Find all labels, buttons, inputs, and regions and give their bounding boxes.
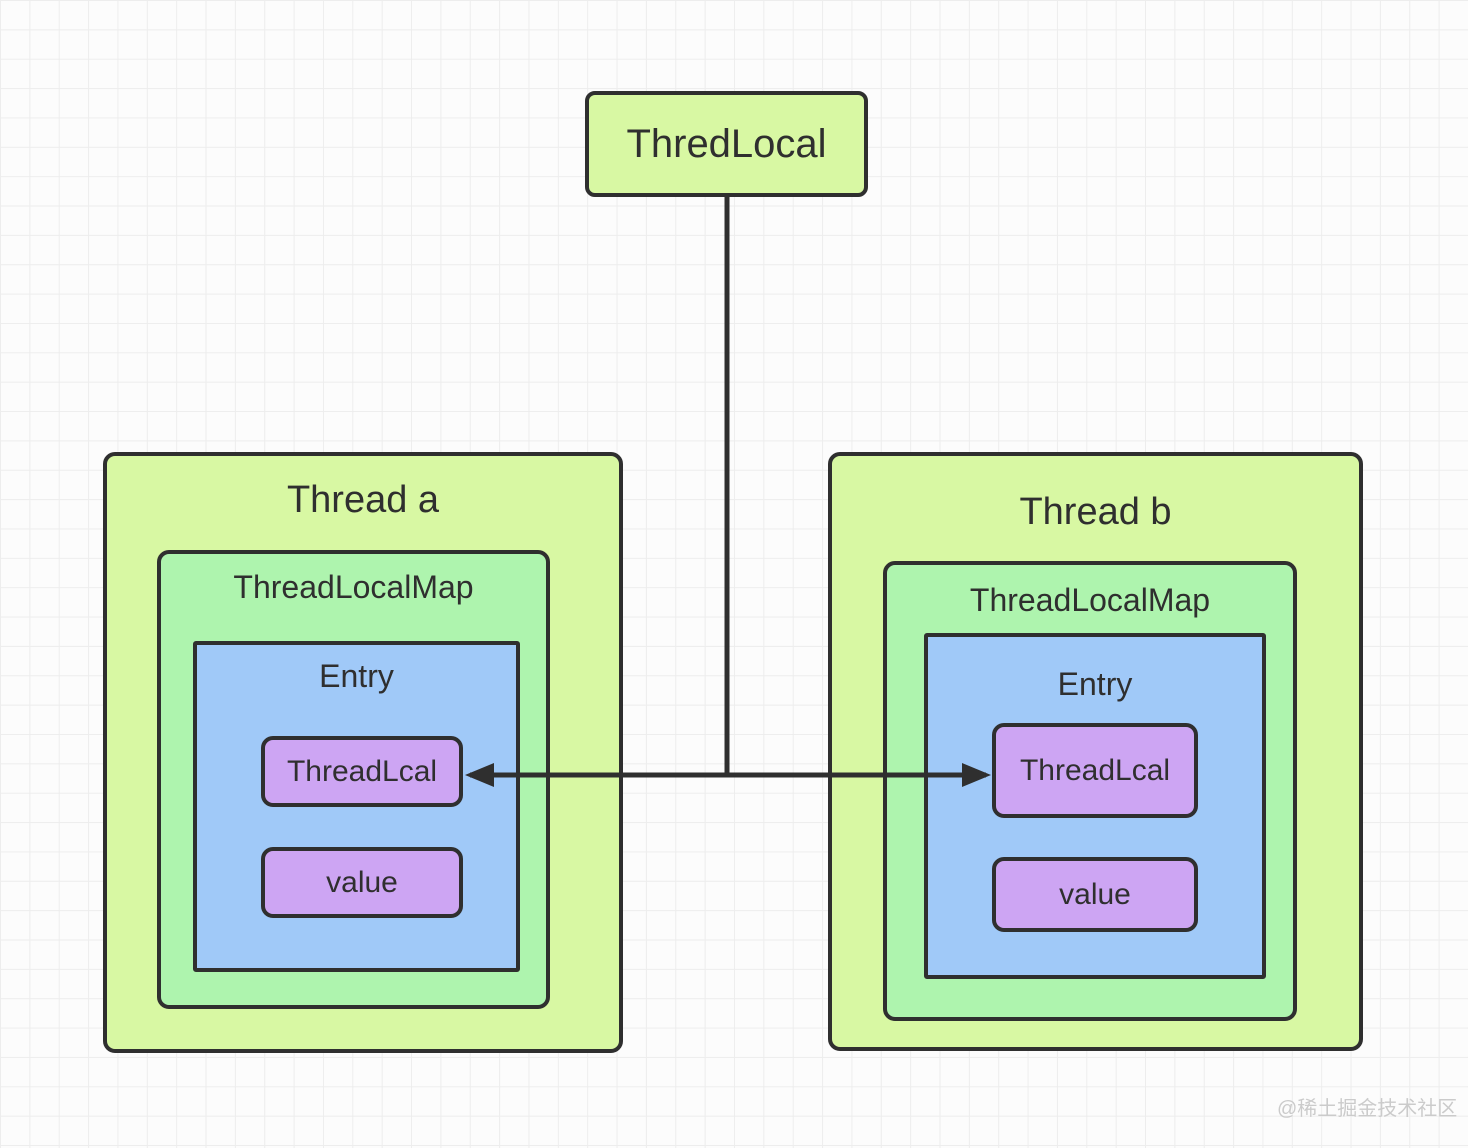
threadlcal-a-label: ThreadLcal bbox=[286, 754, 438, 788]
node-threadlcal-a: ThreadLcal bbox=[261, 736, 463, 807]
node-thread-a: Thread a ThreadLocalMap Entry ThreadLcal… bbox=[103, 452, 623, 1053]
node-threadlocalmap-a: ThreadLocalMap Entry ThreadLcal value bbox=[157, 550, 550, 1009]
threadlcal-b-label: ThreadLcal bbox=[1019, 753, 1171, 787]
threadlocalmap-a-title: ThreadLocalMap bbox=[233, 569, 474, 605]
node-threadlcal-b: ThreadLcal bbox=[992, 723, 1198, 818]
node-entry-b: Entry ThreadLcal value bbox=[924, 633, 1266, 979]
watermark: @稀土掘金技术社区 bbox=[1277, 1098, 1458, 1120]
node-thredlocal: ThredLocal bbox=[585, 91, 868, 197]
thread-b-title: Thread b bbox=[1019, 491, 1172, 533]
entry-b-title: Entry bbox=[1057, 666, 1133, 702]
node-entry-a: Entry ThreadLcal value bbox=[193, 641, 520, 972]
node-threadlocalmap-b: ThreadLocalMap Entry ThreadLcal value bbox=[883, 561, 1297, 1021]
thredlocal-label: ThredLocal bbox=[626, 122, 827, 166]
node-thread-b: Thread b ThreadLocalMap Entry ThreadLcal… bbox=[828, 452, 1363, 1051]
node-value-a: value bbox=[261, 847, 463, 918]
threadlocalmap-b-title: ThreadLocalMap bbox=[969, 582, 1211, 618]
value-a-label: value bbox=[326, 865, 398, 899]
node-value-b: value bbox=[992, 857, 1198, 932]
thread-a-title: Thread a bbox=[286, 479, 440, 521]
entry-a-title: Entry bbox=[319, 658, 394, 694]
value-b-label: value bbox=[1059, 877, 1131, 911]
